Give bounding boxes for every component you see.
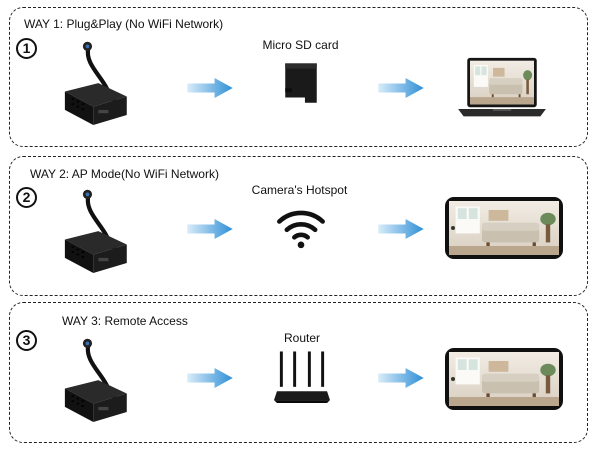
arrow-right-icon — [187, 78, 233, 98]
arrow-right-icon — [378, 219, 424, 239]
arrow-right-icon — [378, 78, 424, 98]
way-1-number-badge: 1 — [16, 38, 37, 59]
phone-icon — [443, 347, 565, 411]
way-3-number-badge: 3 — [16, 330, 37, 351]
camera-icon — [55, 186, 140, 278]
way-3-medium-label: Router — [283, 331, 321, 345]
way-2-medium-label: Camera's Hotspot — [251, 183, 348, 197]
way-3-title: WAY 3: Remote Access — [62, 314, 188, 328]
way-3-panel — [9, 302, 588, 443]
way-2-number-badge: 2 — [16, 187, 37, 208]
arrow-right-icon — [378, 368, 424, 388]
phone-icon — [443, 196, 565, 260]
camera-icon — [55, 335, 140, 427]
sd-card-icon — [274, 62, 328, 104]
arrow-right-icon — [187, 219, 233, 239]
arrow-right-icon — [187, 368, 233, 388]
way-1-medium-label: Micro SD card — [262, 38, 339, 52]
camera-icon — [55, 38, 140, 130]
way-2-panel — [9, 156, 588, 296]
wifi-icon — [276, 208, 326, 250]
way-1-title: WAY 1: Plug&Play (No WiFi Network) — [24, 17, 224, 31]
way-2-title: WAY 2: AP Mode(No WiFi Network) — [30, 167, 219, 181]
router-icon — [262, 350, 342, 406]
laptop-icon — [456, 56, 548, 120]
way-1-panel — [9, 7, 588, 147]
